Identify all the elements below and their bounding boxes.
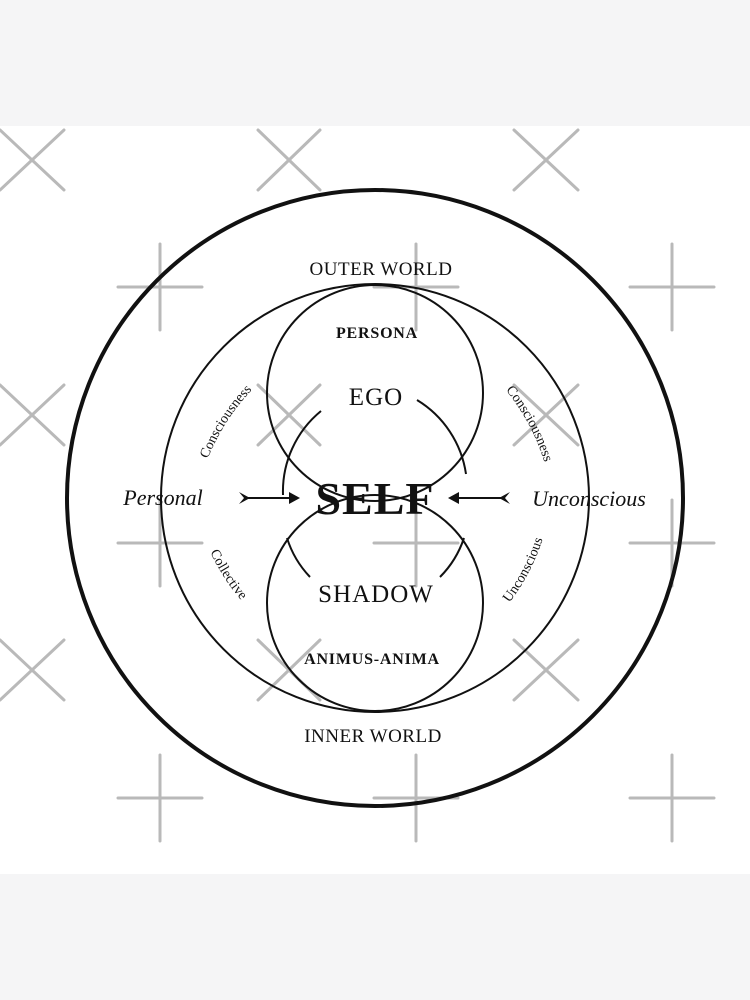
watermark-plus-icon xyxy=(628,753,716,843)
shadow-label: SHADOW xyxy=(318,581,434,608)
left-lower-arc-label: Collective xyxy=(207,547,250,603)
left-arrow-icon xyxy=(239,492,300,504)
upper-persona-circle xyxy=(266,284,484,502)
watermark-plus-icon xyxy=(372,498,460,588)
lower-anima-circle xyxy=(266,494,484,712)
watermark-plus-icon xyxy=(628,242,716,332)
right-arrow-icon xyxy=(448,492,510,504)
outer-boundary-circle xyxy=(65,188,685,808)
right-upper-arc-label: Consciousness xyxy=(503,383,555,463)
right-lower-arc-label: Unconscious xyxy=(500,536,546,606)
watermark-x-icon xyxy=(512,638,580,702)
persona-label: PERSONA xyxy=(336,325,418,342)
watermark-x-icon xyxy=(0,383,66,447)
watermark-plus-icon xyxy=(628,498,716,588)
watermark-plus-icon xyxy=(116,498,204,588)
watermark-pattern xyxy=(0,128,716,843)
shadow-arc xyxy=(286,537,465,578)
animus-anima-label: ANIMUS-ANIMA xyxy=(304,651,440,668)
watermark-x-icon xyxy=(512,128,580,192)
watermark-plus-icon xyxy=(116,242,204,332)
watermark-x-icon xyxy=(512,383,580,447)
left-upper-arc-label: Consciousness xyxy=(198,382,255,460)
ego-arc xyxy=(281,399,467,496)
watermark-x-icon xyxy=(256,128,322,192)
outer-world-label: OUTER WORLD xyxy=(310,259,453,280)
watermark-x-icon xyxy=(0,638,66,702)
unconscious-label: Unconscious xyxy=(532,486,646,511)
self-label: SELF xyxy=(315,473,434,524)
watermark-x-icon xyxy=(256,383,322,447)
personal-label: Personal xyxy=(122,485,202,510)
watermark-x-icon xyxy=(0,128,66,192)
inner-world-label: INNER WORLD xyxy=(304,726,442,747)
ego-label: EGO xyxy=(349,384,403,411)
watermark-plus-icon xyxy=(116,753,204,843)
